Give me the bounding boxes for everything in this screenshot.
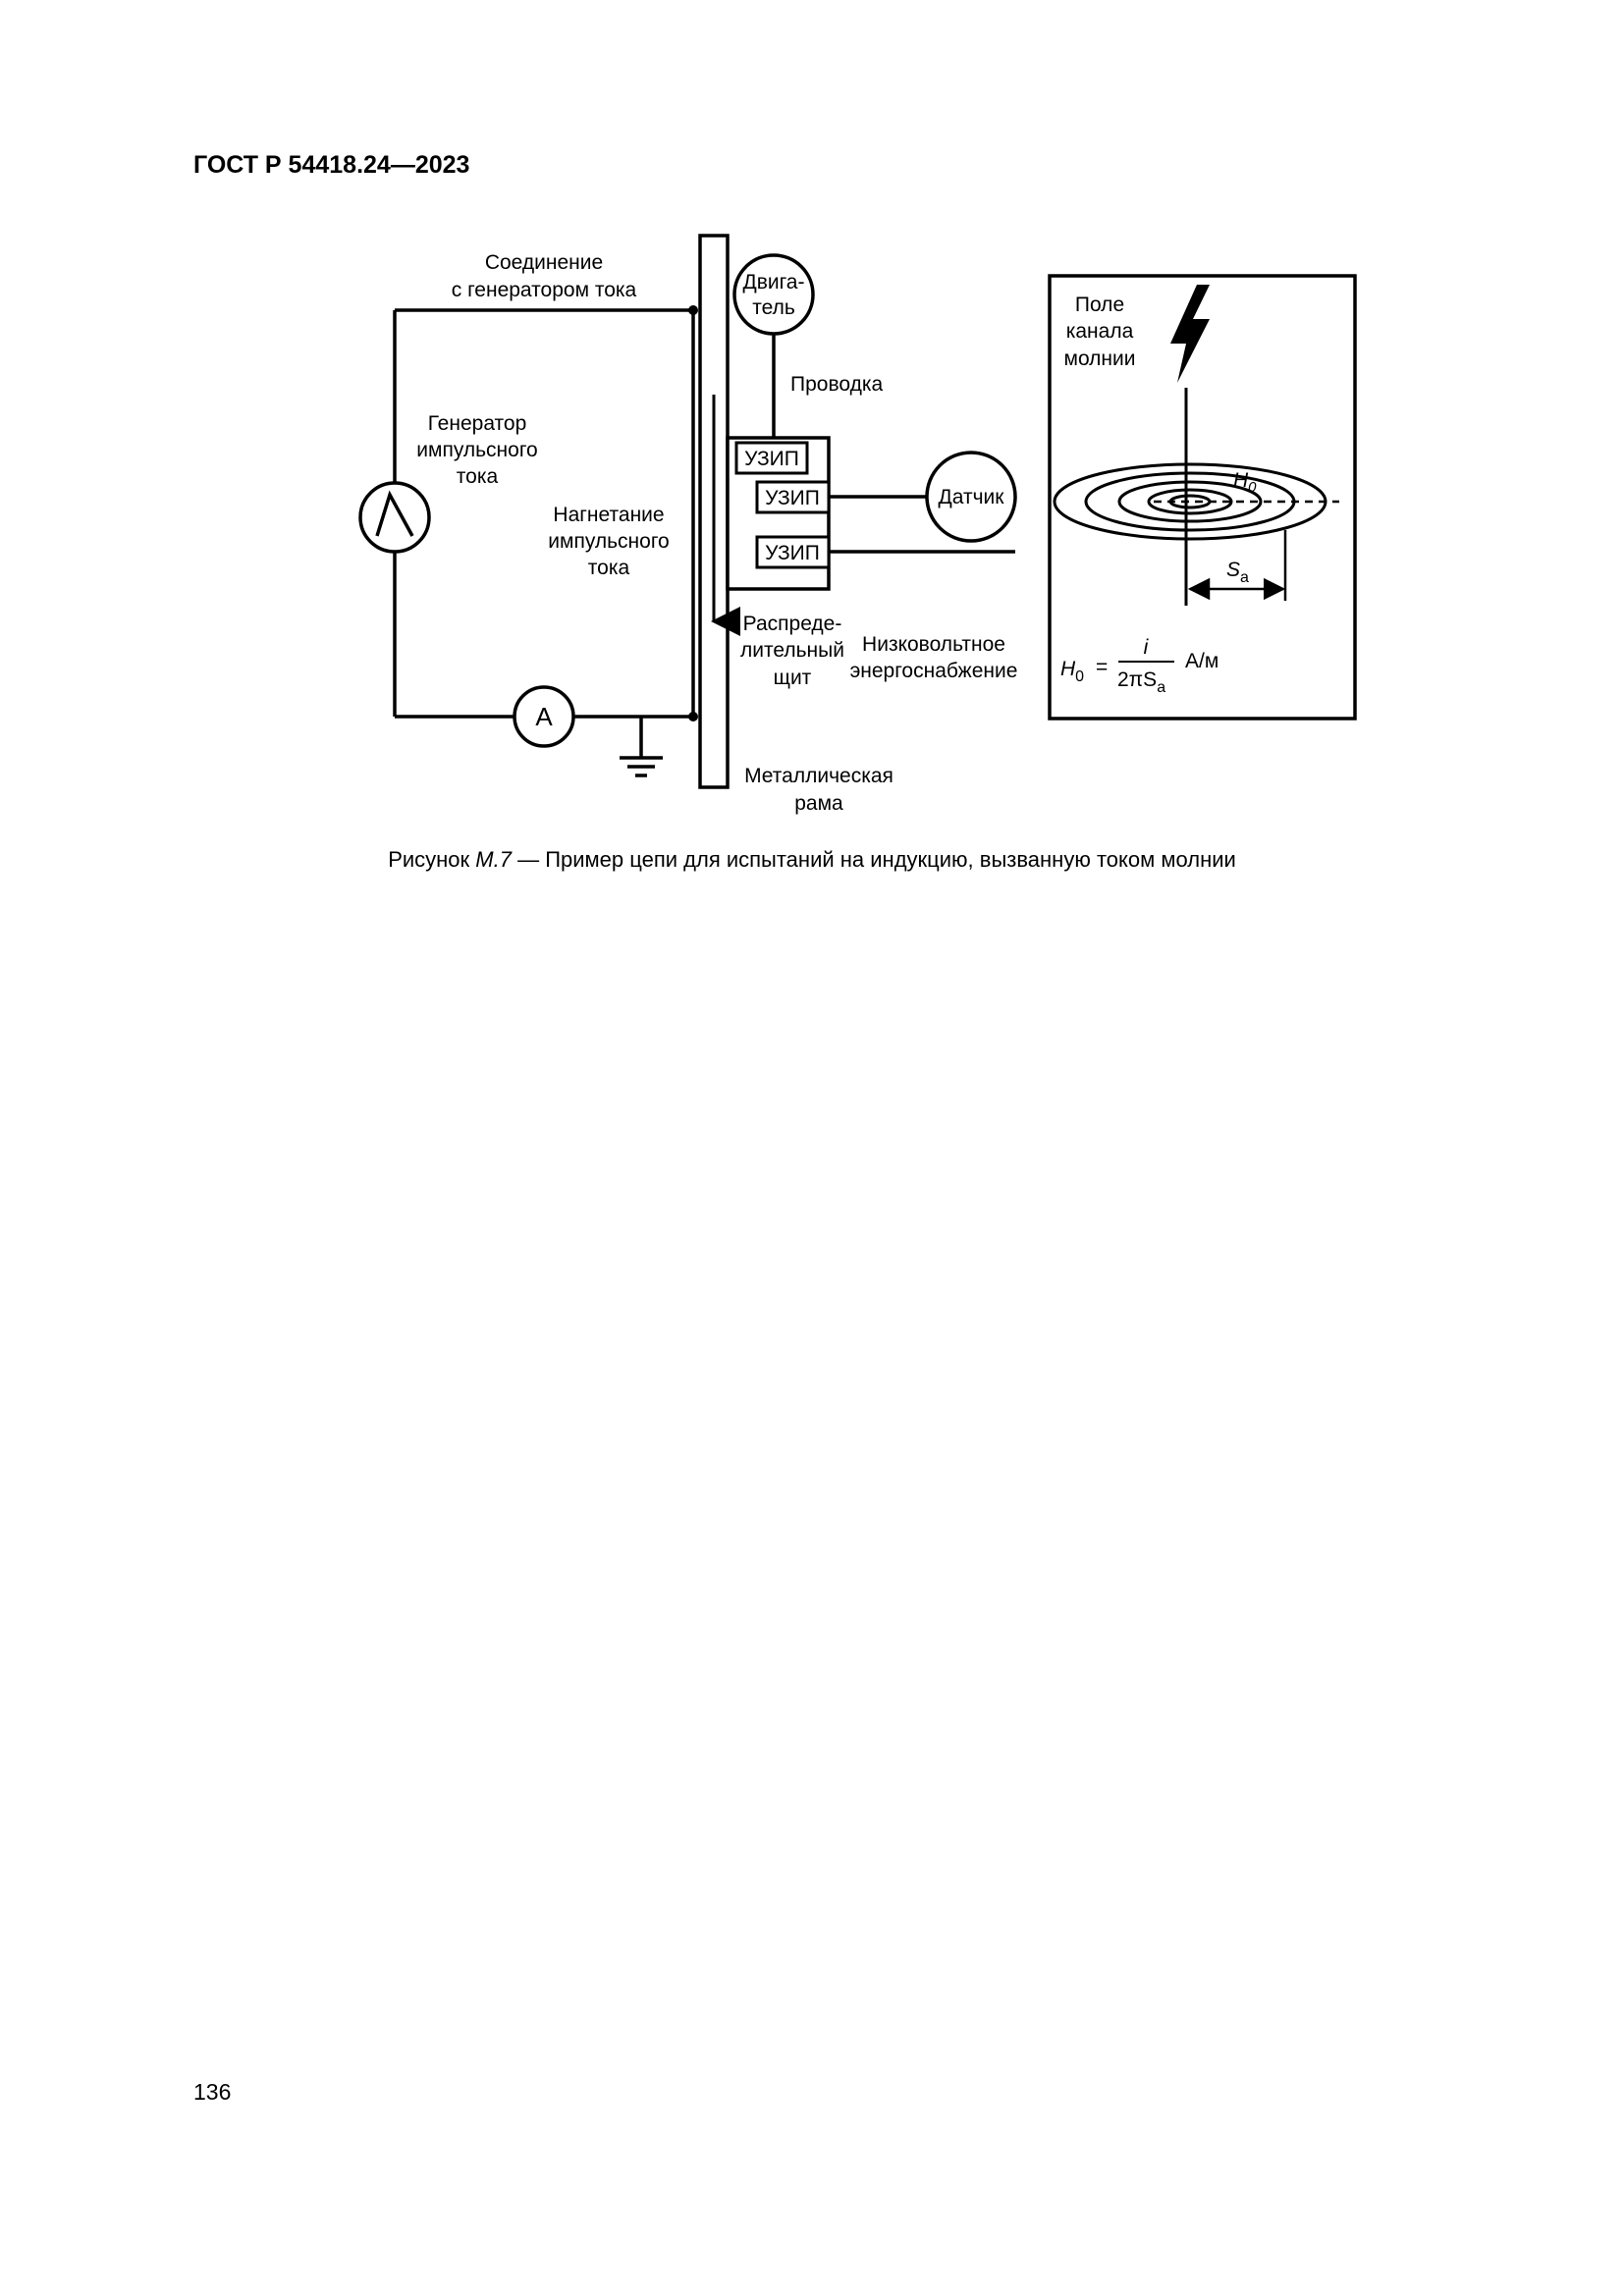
spd-1-label: УЗИП	[744, 448, 799, 470]
h0-label: H0	[1233, 469, 1257, 496]
svg-text:2πSa: 2πSa	[1117, 668, 1165, 696]
test-circuit-figure: A УЗИП УЗИП УЗИП Датчик Соединение с ген…	[358, 234, 1357, 815]
spd-1-box	[734, 441, 809, 475]
motor-symbol	[732, 253, 815, 336]
connection-label-line1: Соединение	[485, 251, 603, 274]
connection-label-line2: с генератором тока	[452, 279, 637, 301]
field-label-line1: Поле	[1075, 294, 1124, 316]
sa-label: Sa	[1226, 559, 1249, 586]
generator-label-line1: Генератор	[428, 412, 527, 435]
circuit-loop	[393, 308, 695, 719]
spd-2-label: УЗИП	[765, 487, 820, 509]
document-header: ГОСТ Р 54418.24—2023	[193, 151, 470, 179]
motor-label-line1: Двига-	[743, 271, 805, 294]
field-label-line3: молнии	[1064, 347, 1136, 370]
lv-supply-label-line2: энергоснабжение	[850, 660, 1018, 682]
svg-text:=: =	[1096, 656, 1108, 678]
sensor-symbol	[925, 451, 1017, 543]
sensor-label: Датчик	[939, 486, 1005, 508]
board-label-line1: Распреде-	[743, 613, 842, 635]
lightning-bolt-icon	[1170, 285, 1210, 383]
field-label-line2: канала	[1066, 320, 1134, 343]
frame-label-line1: Металлическая	[744, 765, 893, 787]
page-number: 136	[193, 2079, 232, 2105]
generator-label-line3: тока	[457, 465, 499, 488]
junction-bottom	[688, 712, 698, 721]
board-label-line2: лительный	[740, 639, 844, 662]
lv-supply-label-line1: Низковольтное	[862, 633, 1005, 656]
caption-prefix: Рисунок	[388, 847, 476, 872]
svg-text:H0: H0	[1060, 658, 1084, 685]
ammeter-symbol: A	[513, 685, 575, 748]
spd-2-box	[755, 480, 831, 514]
caption-number: М.7	[475, 847, 512, 872]
injection-label-line3: тока	[588, 557, 630, 579]
ground-symbol	[620, 717, 663, 777]
injection-label-line2: импульсного	[548, 530, 669, 553]
spd-3-label: УЗИП	[765, 542, 820, 564]
board-label-line3: щит	[774, 667, 812, 689]
svg-text:i: i	[1144, 636, 1150, 659]
motor-label-line2: тель	[752, 296, 795, 319]
ammeter-label: A	[535, 702, 553, 731]
impulse-generator-symbol	[358, 481, 431, 554]
injection-label-line1: Нагнетание	[553, 504, 664, 526]
wiring-label: Проводка	[790, 373, 883, 396]
caption-text: — Пример цепи для испытаний на индукцию,…	[511, 847, 1236, 872]
figure-caption: Рисунок М.7 — Пример цепи для испытаний …	[0, 847, 1624, 873]
generator-label-line2: импульсного	[416, 439, 537, 461]
svg-text:А/м: А/м	[1185, 650, 1218, 672]
field-formula: H0 = i 2πSa А/м	[1060, 636, 1218, 696]
junction-top	[688, 305, 698, 315]
frame-label-line2: рама	[794, 792, 843, 815]
